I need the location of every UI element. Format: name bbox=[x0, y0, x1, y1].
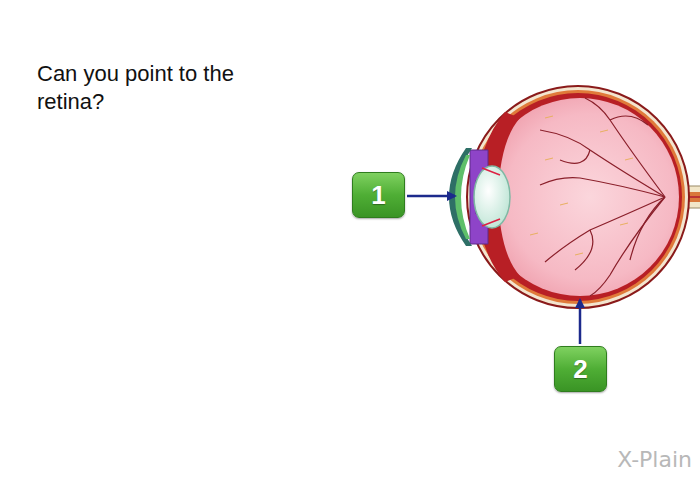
callout-number: 1 bbox=[371, 180, 385, 211]
callout-box: 2 bbox=[554, 346, 607, 392]
callout-number: 2 bbox=[573, 354, 587, 385]
watermark: X-Plain bbox=[617, 447, 692, 472]
sclera bbox=[467, 86, 689, 308]
lens bbox=[474, 166, 510, 228]
retina-texture bbox=[530, 116, 633, 255]
leader-arrow bbox=[407, 195, 455, 198]
choroid-layer bbox=[474, 93, 682, 301]
blood-vessels bbox=[540, 98, 665, 296]
choroid bbox=[471, 90, 685, 304]
zonules bbox=[482, 168, 500, 226]
aqueous-humor bbox=[455, 155, 470, 239]
page-title: Can you point to the retina? bbox=[37, 60, 242, 116]
callout-box: 1 bbox=[352, 172, 405, 218]
leader-arrow bbox=[579, 300, 582, 344]
